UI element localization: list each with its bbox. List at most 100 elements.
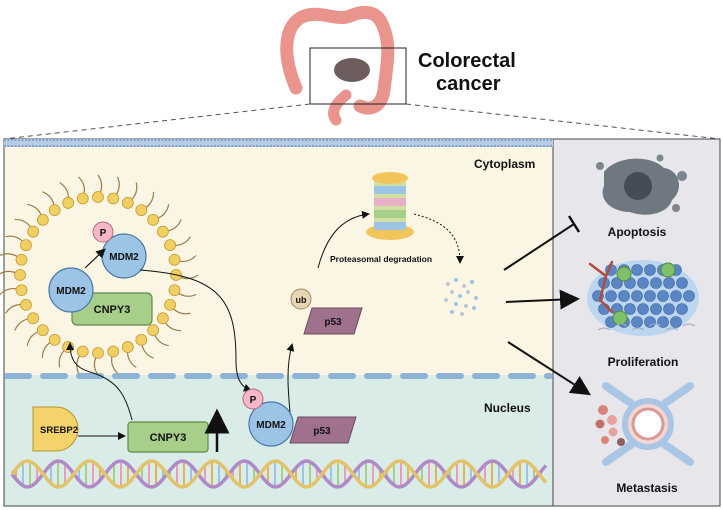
- lipid-head: [20, 298, 32, 311]
- from-proteasome-arrow: [413, 213, 464, 264]
- lipid-head: [27, 312, 40, 325]
- mdm2-label-micelle: MDM2: [56, 286, 86, 297]
- matrix-fiber: [665, 327, 679, 331]
- tumor-cell: [644, 290, 656, 302]
- degraded-fragments: [444, 278, 478, 316]
- peptide-fragment: [446, 282, 450, 286]
- cnpy3-label-nucleus: CNPY3: [150, 432, 187, 444]
- title-line-2: cancer: [436, 73, 501, 95]
- tumor-cell: [676, 277, 688, 289]
- dna-helix: [10, 459, 548, 489]
- peptide-fragment: [462, 284, 466, 288]
- lipid-head: [147, 213, 160, 226]
- lipid-head: [27, 225, 40, 238]
- peptide-fragment: [444, 298, 448, 302]
- p53-nucleus: [289, 416, 357, 444]
- lipid-head: [164, 298, 176, 311]
- lipid-head: [156, 312, 169, 325]
- cnpy3-export-arrow: [66, 342, 133, 421]
- lipid-head: [156, 225, 169, 238]
- peptide-fragment: [466, 290, 470, 294]
- lipid-head: [107, 345, 120, 358]
- peptide-fragment: [470, 280, 474, 284]
- peptide-fragment: [472, 306, 476, 310]
- immune-cell: [612, 310, 628, 326]
- micelle-heads: [14, 191, 182, 359]
- lipid-head: [62, 197, 75, 209]
- peptide-fragment: [458, 294, 462, 298]
- inhibit-bar: [567, 215, 581, 233]
- peptide-fragment: [454, 278, 458, 282]
- lipid-head: [15, 284, 28, 297]
- lipid-head: [76, 192, 89, 205]
- proliferation-tissue-icon: [587, 260, 699, 336]
- lipid-head: [168, 284, 181, 297]
- cnpy3-label-micelle: CNPY3: [94, 304, 131, 316]
- dna-strand-2: [10, 459, 548, 489]
- proliferation-label: Proliferation: [608, 355, 679, 369]
- lipid-head: [92, 191, 104, 203]
- phosphorylation-arrow: [84, 248, 106, 269]
- tumor-cell: [657, 316, 669, 328]
- p53-label-nucleus: p53: [313, 426, 331, 437]
- p53-label-cytoplasm: p53: [324, 317, 342, 328]
- zoom-line-left: [3, 103, 311, 140]
- to-proteasome-arrow: [317, 210, 370, 269]
- p-label-micelle: P: [100, 228, 107, 239]
- ub-label: ub: [296, 295, 307, 305]
- matrix-fiber: [597, 327, 611, 331]
- lipid-head: [20, 239, 32, 252]
- promote-metastasis-arrow: [507, 341, 592, 396]
- tumor-cell: [663, 303, 675, 315]
- lipid-head: [14, 269, 26, 281]
- dna-strand-1: [10, 459, 548, 489]
- matrix-fiber: [648, 323, 662, 327]
- matrix-fiber: [614, 323, 628, 327]
- lipid-head: [147, 324, 160, 337]
- tumor-cell: [657, 290, 669, 302]
- peptide-fragment: [454, 302, 458, 306]
- lipid-head: [92, 347, 104, 359]
- lipid-head: [164, 239, 176, 252]
- p53-export-arrow: [286, 343, 295, 413]
- lipid-head: [168, 253, 181, 266]
- mdm2-label-nucleus: MDM2: [256, 420, 286, 431]
- peptide-fragment: [450, 310, 454, 314]
- tumor-cell: [650, 277, 662, 289]
- lipid-head: [36, 324, 49, 337]
- lipid-head: [48, 204, 61, 217]
- lipid-head: [48, 333, 61, 346]
- apoptotic-cell-icon: [596, 154, 687, 215]
- peptide-fragment: [474, 296, 478, 300]
- matrix-fiber: [631, 327, 645, 331]
- tumor-cell: [611, 277, 623, 289]
- lipid-head: [36, 213, 49, 226]
- title-line-1: Colorectal: [418, 50, 516, 72]
- srebp2-label: SREBP2: [40, 425, 78, 436]
- tissue-base: [587, 260, 699, 336]
- lipid-head: [107, 192, 120, 205]
- mdm2-export-arrow: [139, 269, 252, 392]
- blood-vessel: [588, 260, 614, 314]
- cytoplasm-label: Cytoplasm: [474, 157, 535, 171]
- colon-illustration: [280, 5, 395, 126]
- tumor-mass: [334, 58, 370, 82]
- p-label-nucleus: P: [250, 395, 257, 406]
- lipid-head: [135, 204, 148, 217]
- cnpy3-gene: [127, 421, 209, 453]
- tumor-cell: [624, 303, 636, 315]
- plasma-membrane: [4, 139, 553, 147]
- nuclear-envelope: [4, 373, 553, 379]
- peptide-fragment: [460, 312, 464, 316]
- mdm2-label-phospho: MDM2: [109, 252, 139, 263]
- p53-ubiquitinated: [303, 307, 363, 335]
- apoptosis-label: Apoptosis: [608, 225, 667, 239]
- ubiquitin: [290, 288, 312, 310]
- lipid-head: [121, 197, 134, 209]
- promote-proliferation-arrow: [505, 289, 580, 310]
- zoom-line-right: [405, 103, 721, 140]
- tumor-cell: [631, 316, 643, 328]
- tumor-cell: [618, 290, 630, 302]
- lipid-head: [15, 253, 28, 266]
